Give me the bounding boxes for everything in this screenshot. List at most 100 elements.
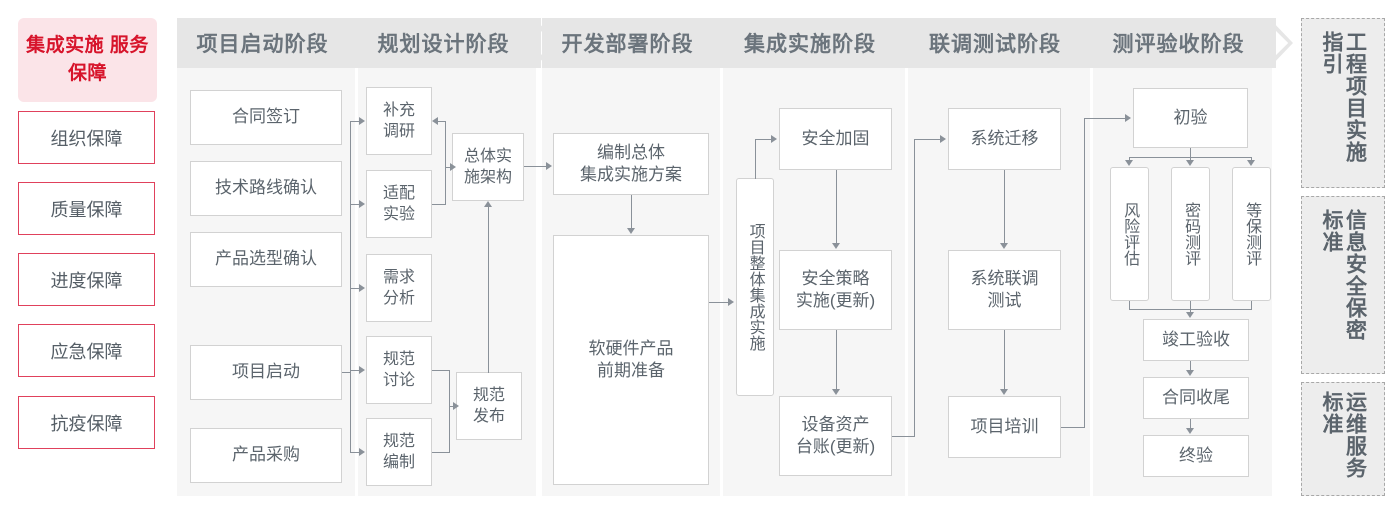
node-contract-closeout[interactable]: 合同收尾 [1143, 377, 1249, 419]
arrow-icon-requirement-analysis [359, 284, 365, 292]
connector-ledger-spine [914, 139, 916, 437]
node-label: 竣工验收 [1162, 329, 1230, 349]
node-project-training[interactable]: 项目培训 [948, 396, 1061, 458]
phase-header-5[interactable]: 测评验收阶段 [1093, 18, 1276, 68]
node-asset-ledger-update[interactable]: 设备资产 台账(更新) [779, 396, 892, 476]
connector-to-spec-discussion [350, 370, 360, 372]
arrow-icon-training [1000, 389, 1008, 395]
arrow-icon-architecture-up [484, 201, 492, 207]
node-contract-signing[interactable]: 合同签订 [190, 90, 342, 145]
standard-panel-2[interactable]: 运维服务标准 [1301, 382, 1385, 496]
standard-panel-label: 信息安全保密标准 [1320, 209, 1367, 342]
node-label: 风险评估 [1121, 202, 1139, 266]
node-label: 补充 调研 [382, 101, 415, 140]
node-product-procurement[interactable]: 产品采购 [190, 428, 342, 483]
connector-to-requirement-analysis [350, 288, 360, 290]
node-compile-overall-integration-plan[interactable]: 编制总体 集成实施方案 [553, 133, 709, 195]
node-system-migration[interactable]: 系统迁移 [948, 108, 1061, 170]
node-completion-acceptance[interactable]: 竣工验收 [1143, 319, 1249, 361]
node-system-joint-test[interactable]: 系统联调 测试 [948, 250, 1061, 330]
connector-plan-to-prep [631, 195, 633, 228]
standard-panel-0[interactable]: 工程项目实施指引 [1301, 18, 1385, 188]
node-label: 规范 发布 [472, 386, 505, 425]
node-hw-sw-preparation[interactable]: 软硬件产品 前期准备 [553, 235, 709, 485]
phase-header-2[interactable]: 开发部署阶段 [542, 18, 725, 68]
arrow-icon-supplementary-research [359, 117, 365, 125]
left-rail-item-label: 应急保障 [50, 341, 123, 362]
connector-mlps-down [1251, 301, 1253, 310]
node-spec-discussion[interactable]: 规范 讨论 [366, 336, 432, 404]
connector-to-supplementary-research [350, 121, 360, 123]
connector-crypto-down [1190, 301, 1192, 313]
node-mlps-evaluation[interactable]: 等保测评 [1232, 167, 1271, 301]
connector-spec-bracket-v [449, 370, 451, 452]
left-rail-item-label: 进度保障 [50, 270, 123, 291]
connector-drafting-bracket-bottom [432, 452, 450, 454]
arrow-icon-integration [728, 298, 734, 306]
phase-header-0[interactable]: 项目启动阶段 [177, 18, 360, 68]
node-preliminary-acceptance[interactable]: 初验 [1133, 88, 1248, 148]
connector-to-preliminary-acceptance [1084, 118, 1126, 120]
node-requirement-analysis[interactable]: 需求 分析 [366, 254, 432, 322]
connector-bracket-to-architecture [445, 167, 451, 169]
node-overall-implementation-architecture[interactable]: 总体实 施架构 [452, 133, 524, 201]
node-supplementary-research[interactable]: 补充 调研 [366, 87, 432, 155]
phase-header-4[interactable]: 联调测试阶段 [908, 18, 1094, 68]
arrow-icon-spec-discussion [359, 366, 365, 374]
node-label: 项目整体集成实施 [746, 223, 764, 351]
node-label: 规范 讨论 [382, 350, 415, 389]
connector-ledger-right [892, 436, 915, 438]
connector-integration-up [755, 139, 757, 179]
connector-research-bracket-top [438, 121, 446, 123]
connector-joint-test-to-training [1004, 330, 1006, 389]
node-project-kickoff[interactable]: 项目启动 [190, 345, 342, 400]
connector-policy-to-ledger [836, 330, 838, 389]
phase-header-label: 开发部署阶段 [561, 33, 694, 56]
arrow-icon-completion-acceptance [1186, 312, 1194, 318]
standard-panel-1[interactable]: 信息安全保密标准 [1301, 196, 1385, 374]
connector-adaptation-bracket-bottom [432, 204, 446, 206]
left-rail-item-4[interactable]: 抗疫保障 [18, 396, 155, 449]
connector-bracket-to-spec-release [449, 406, 454, 408]
arrow-icon-preliminary-acceptance [1125, 114, 1131, 122]
phase-header-1[interactable]: 规划设计阶段 [358, 18, 541, 68]
connector-discussion-bracket-top [432, 370, 450, 372]
left-rail-item-3[interactable]: 应急保障 [18, 324, 155, 377]
node-tech-route-confirm[interactable]: 技术路线确认 [190, 161, 342, 216]
node-adaptation-experiment[interactable]: 适配 实验 [366, 170, 432, 238]
node-final-acceptance[interactable]: 终验 [1143, 435, 1249, 477]
node-spec-release[interactable]: 规范 发布 [456, 372, 522, 440]
arrow-icon-crypto-evaluation [1186, 160, 1194, 166]
arrow-icon-system-migration [940, 135, 946, 143]
node-label: 编制总体 集成实施方案 [580, 142, 682, 184]
arrow-icon-risk-assessment [1125, 160, 1133, 166]
node-crypto-evaluation[interactable]: 密码测评 [1171, 167, 1210, 301]
node-security-policy-implementation[interactable]: 安全策略 实施(更新) [779, 250, 892, 330]
node-security-hardening[interactable]: 安全加固 [779, 108, 892, 170]
node-label: 设备资产 台账(更新) [795, 414, 876, 456]
node-label: 初验 [1173, 107, 1208, 127]
node-product-selection-confirm[interactable]: 产品选型确认 [190, 232, 342, 287]
node-overall-project-integration[interactable]: 项目整体集成实施 [736, 178, 774, 396]
node-label: 合同收尾 [1162, 387, 1230, 407]
phase-header-3[interactable]: 集成实施阶段 [723, 18, 909, 68]
node-risk-assessment[interactable]: 风险评估 [1110, 167, 1149, 301]
left-rail-item-1[interactable]: 质量保障 [18, 182, 155, 235]
node-label: 等保测评 [1243, 202, 1261, 266]
left-rail-title: 集成实施 服务保障 [18, 18, 157, 102]
node-label: 需求 分析 [382, 268, 415, 307]
connector-to-system-migration [914, 139, 941, 141]
node-spec-drafting[interactable]: 规范 编制 [366, 418, 432, 486]
node-label: 终验 [1179, 445, 1213, 465]
left-rail-item-2[interactable]: 进度保障 [18, 253, 155, 306]
connector-closeout-to-final [1190, 419, 1192, 429]
node-label: 安全加固 [801, 128, 870, 148]
connector-research-bracket-v [445, 121, 447, 204]
connector-spec-release-up [488, 207, 490, 373]
arrow-icon-adaptation-experiment [359, 200, 365, 208]
left-rail-item-0[interactable]: 组织保障 [18, 111, 155, 164]
left-rail-item-label: 抗疫保障 [50, 413, 123, 434]
node-label: 产品选型确认 [215, 249, 317, 269]
arrow-icon-plan [546, 162, 552, 170]
